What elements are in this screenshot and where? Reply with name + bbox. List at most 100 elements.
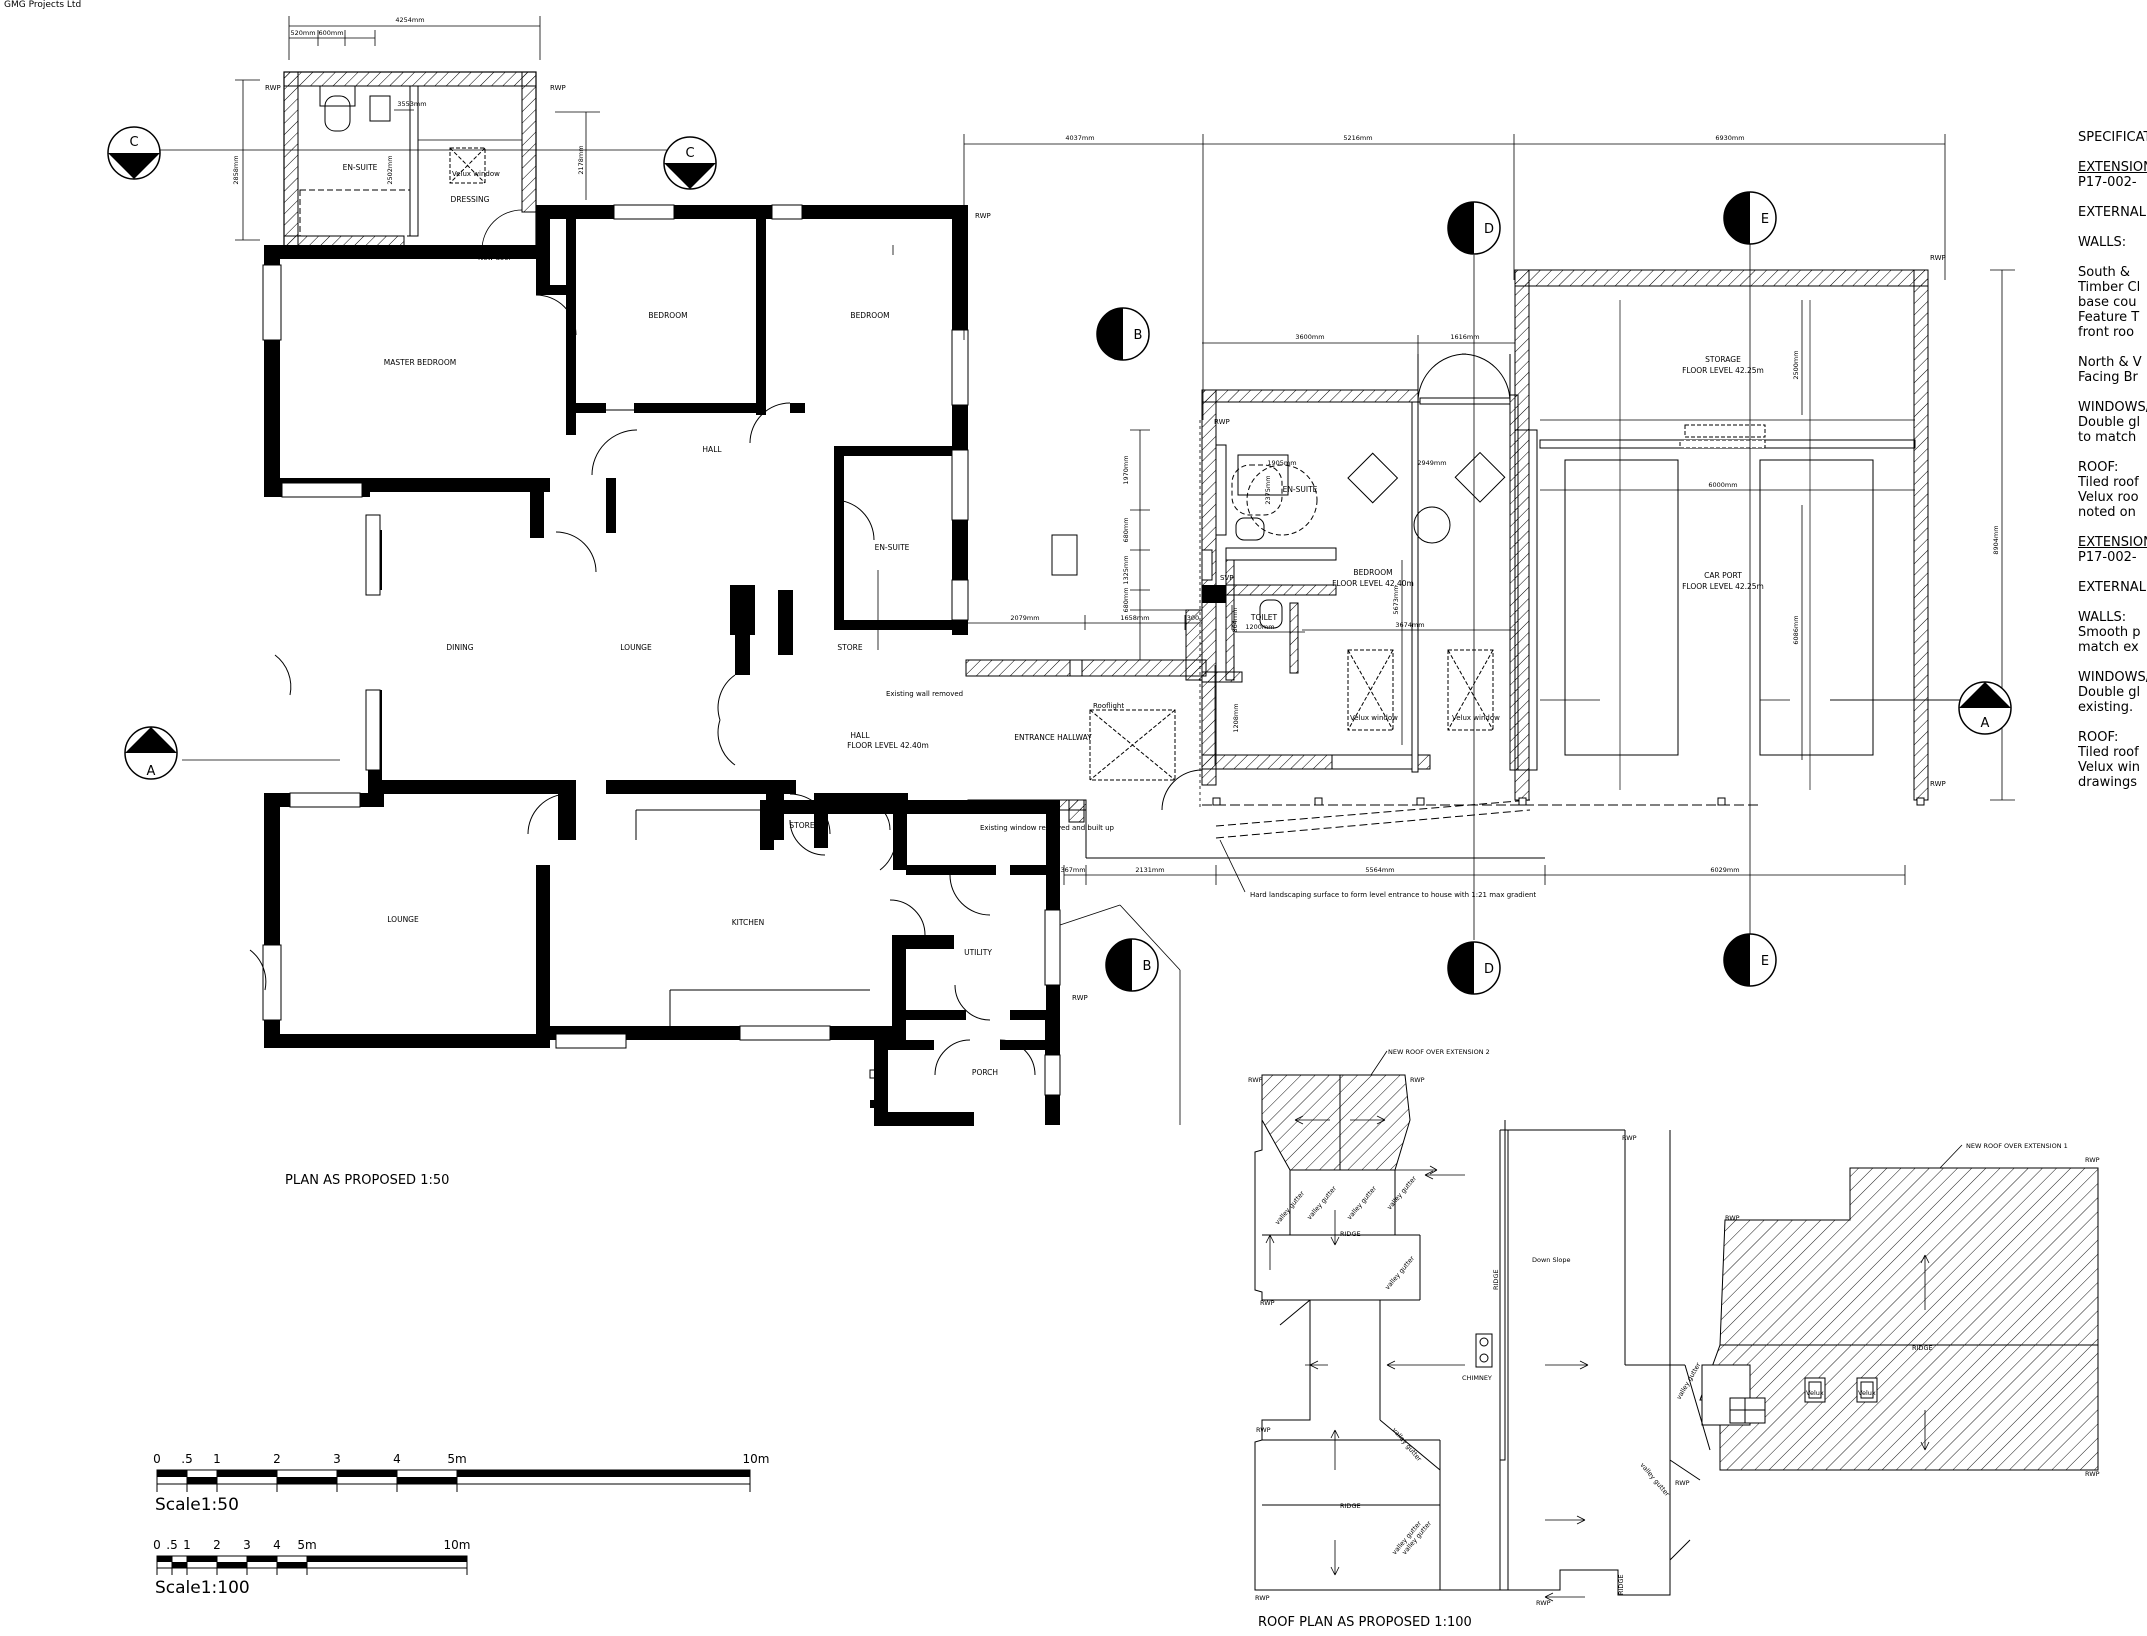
spec-line: EXTERNAL — [2078, 205, 2146, 220]
dim: 5564mm — [1365, 866, 1394, 874]
spec-line: ROOF: — [2078, 730, 2119, 745]
dim: 6029mm — [1710, 866, 1739, 874]
rwp-r7: RWP — [1536, 1599, 1551, 1607]
section-marker-d-top: D — [1447, 201, 1501, 255]
dim: 1905mm — [1267, 459, 1296, 467]
marker-label: B — [1143, 959, 1152, 974]
room-car-port: CAR PORT — [1704, 571, 1742, 580]
dimension-labels: 4254mm 520mm 600mm 3553mm 2858mm 2178mm … — [232, 16, 2000, 874]
section-marker-e-bottom: E — [1723, 933, 1777, 987]
dim: 600mm — [318, 29, 343, 37]
spec-line: WALLS: — [2078, 610, 2127, 625]
spec-line: Smooth p — [2078, 625, 2141, 640]
rwp-1: RWP — [265, 84, 281, 92]
dim: 4037mm — [1065, 134, 1094, 142]
ridge-label-2: RIDGE — [1340, 1502, 1361, 1510]
spec-line: drawings — [2078, 775, 2138, 790]
dim: 864mm — [1231, 607, 1239, 632]
room-porch: PORCH — [972, 1068, 998, 1077]
note-new-roof-ext1: NEW ROOF OVER EXTENSION 1 — [1966, 1142, 2068, 1150]
room-hall-main: HALL — [850, 731, 870, 740]
marker-label: B — [1134, 328, 1143, 343]
scale-tick: 3 — [243, 1538, 251, 1552]
dim: 1208mm — [1232, 703, 1240, 732]
valley-gutter-6: valley gutter — [1390, 1426, 1423, 1463]
scale-label-1-100: Scale1:100 — [155, 1578, 250, 1598]
rwp-7: RWP — [1072, 994, 1088, 1002]
down-slope-label: Down Slope — [1532, 1256, 1571, 1264]
spec-line: Tiled roof — [2078, 745, 2139, 760]
company-name: GMG Projects Ltd — [4, 0, 82, 10]
spec-line: EXTERNAL — [2078, 580, 2146, 595]
dim: 8904mm — [1992, 525, 2000, 554]
dimension-lines — [235, 16, 2015, 1125]
spec-line: ROOF: — [2078, 460, 2119, 475]
valley-gutter-5: valley gutter — [1383, 1254, 1416, 1291]
note-rooflight: Rooflight — [1093, 702, 1124, 710]
room-storage-level: FLOOR LEVEL 42.25m — [1682, 366, 1764, 375]
dim: 3600mm — [1295, 333, 1324, 341]
chimney-label: CHIMNEY — [1462, 1374, 1492, 1382]
rwp-r9: RWP — [1725, 1214, 1740, 1222]
section-marker-b-bottom: B — [1105, 938, 1159, 992]
dim: 680mm — [1122, 517, 1130, 542]
note-svp: SVP — [1220, 574, 1233, 582]
dim: 1325mm — [1122, 555, 1130, 584]
roof-plan — [1254, 1074, 2099, 1602]
scale-tick: 5m — [297, 1538, 316, 1552]
dim: 2131mm — [1135, 866, 1164, 874]
dim: 1200mm — [1245, 623, 1274, 631]
note-existing-window: Existing window removed and built up — [980, 824, 1115, 832]
scale-tick: 10m — [444, 1538, 471, 1552]
spec-line: EXTENSION — [2078, 535, 2147, 550]
marker-label: D — [1484, 962, 1494, 977]
dim: 3674mm — [1395, 621, 1424, 629]
marker-label: C — [129, 135, 138, 150]
room-hall-level: FLOOR LEVEL 42.40m — [847, 741, 929, 750]
marker-label: A — [1981, 716, 1990, 731]
marker-label: D — [1484, 222, 1494, 237]
spec-line: match ex — [2078, 640, 2139, 655]
spec-line: existing. — [2078, 700, 2134, 715]
dim: 1616mm — [1450, 333, 1479, 341]
spec-line: front roo — [2078, 325, 2135, 340]
scale-tick: 1 — [183, 1538, 191, 1552]
spec-line: North & V — [2078, 355, 2142, 370]
spec-line: EXTENSION — [2078, 160, 2147, 175]
section-marker-b-top: B — [1096, 307, 1150, 361]
valley-gutter-9: valley gutter — [1675, 1361, 1703, 1401]
room-dressing: DRESSING — [451, 195, 490, 204]
note-velux-1: Velux window — [1350, 714, 1398, 722]
scale-tick: 0 — [153, 1452, 161, 1466]
kitchen-units — [635, 809, 879, 1079]
spec-line: noted on — [2078, 505, 2136, 520]
valley-gutter-3: valley gutter — [1345, 1184, 1378, 1221]
note-existing-wall: Existing wall removed — [886, 690, 963, 698]
scale-tick: 2 — [213, 1538, 221, 1552]
room-master-bedroom: MASTER BEDROOM — [384, 358, 456, 367]
rwp-r5: RWP — [1256, 1426, 1271, 1434]
spec-line: Facing Br — [2078, 370, 2138, 385]
spec-line: Double gl — [2078, 685, 2141, 700]
room-ext-bedroom: BEDROOM — [1353, 568, 1392, 577]
spec-line: WINDOWS/ — [2078, 670, 2147, 685]
note-velux-2: Velux window — [1452, 714, 1500, 722]
rwp-r6: RWP — [1255, 1594, 1270, 1602]
dim: 1970mm — [1122, 455, 1130, 484]
room-en-suite-mid: EN-SUITE — [875, 543, 910, 552]
section-marker-c-right: C — [663, 136, 717, 190]
dim: 1658mm — [1120, 614, 1149, 622]
marker-label: E — [1761, 954, 1769, 969]
rwp-r2: RWP — [1410, 1076, 1425, 1084]
room-hall-top: HALL — [702, 445, 722, 454]
spec-line: Feature T — [2078, 310, 2140, 325]
scale-tick: 0 — [153, 1538, 161, 1552]
spec-line: WALLS: — [2078, 235, 2127, 250]
ridge-label-5: RIDGE — [1912, 1344, 1933, 1352]
scale-tick: 4 — [393, 1452, 401, 1466]
note-new-roof-ext2: NEW ROOF OVER EXTENSION 2 — [1388, 1048, 1490, 1056]
note-velux-top: Velux window — [452, 170, 500, 178]
scale-tick: 2 — [273, 1452, 281, 1466]
valley-gutter-2: valley gutter — [1305, 1184, 1338, 1221]
note-hard-landscaping: Hard landscaping surface to form level e… — [1250, 891, 1536, 899]
